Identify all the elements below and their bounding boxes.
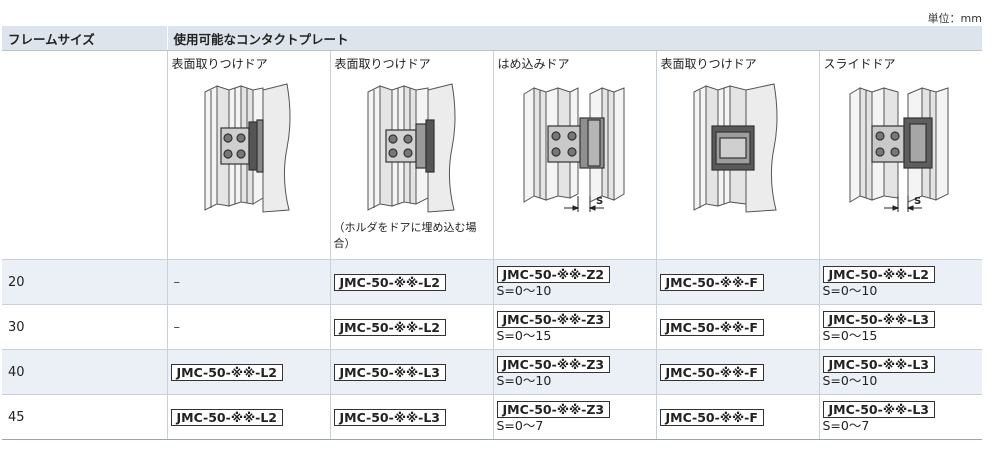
s-range: S=0～15 xyxy=(496,327,552,343)
door-type-cell: 表面取りつけドア xyxy=(166,50,330,260)
not-applicable-dash: – xyxy=(173,319,181,335)
frame-size-cell: 30 xyxy=(2,304,167,350)
sliding-door-illustration: S xyxy=(849,87,949,212)
frame-size-cell: 40 xyxy=(2,349,167,395)
part-number: JMC-50-※※-Z2 xyxy=(496,265,611,283)
frame-size-cell: 20 xyxy=(2,259,167,305)
s-dim-label: S xyxy=(596,196,603,207)
plate-cell: JMC-50-※※-F xyxy=(655,259,819,305)
unit-label: 単位：mm xyxy=(927,12,982,25)
door-type-cell: はめ込みドア xyxy=(492,50,656,260)
s-range: S=0～15 xyxy=(822,327,878,343)
part-number: JMC-50-※※-L2 xyxy=(170,363,283,381)
door-type-cell: 表面取りつけドア xyxy=(655,50,819,260)
s-range: S=0～7 xyxy=(496,417,544,433)
plate-cell: JMC-50-※※-L3 xyxy=(329,349,493,395)
plate-cell: JMC-50-※※-F xyxy=(655,304,819,350)
part-number: JMC-50-※※-L3 xyxy=(333,408,446,426)
part-number: JMC-50-※※-L2 xyxy=(333,273,446,291)
door-type-title: スライドドア xyxy=(823,57,896,71)
part-number: JMC-50-※※-Z3 xyxy=(496,310,611,328)
door-type-title: はめ込みドア xyxy=(497,57,570,71)
part-number: JMC-50-※※-Z3 xyxy=(496,355,611,373)
door-type-cell: 表面取りつけドア xyxy=(329,50,493,260)
part-number: JMC-50-※※-L2 xyxy=(822,265,935,283)
plate-cell: – xyxy=(166,259,330,305)
s-range: S=0～10 xyxy=(496,282,552,298)
plate-cell: JMC-50-※※-L2 xyxy=(329,304,493,350)
part-number: JMC-50-※※-L3 xyxy=(822,310,935,328)
table-header-row: フレームサイズ 使用可能なコンタクトプレート xyxy=(2,26,983,51)
part-number: JMC-50-※※-F xyxy=(659,318,764,336)
inset-door-illustration: S xyxy=(523,87,625,212)
s-range: S=0～7 xyxy=(822,417,870,433)
plate-cell: – xyxy=(166,304,330,350)
plate-cell: JMC-50-※※-L3 xyxy=(329,394,493,440)
part-number: JMC-50-※※-F xyxy=(659,363,764,381)
table-row: 40 JMC-50-※※-L2 JMC-50-※※-L3 JMC-50-※※-Z… xyxy=(2,349,983,395)
surface-door-illustration xyxy=(204,83,291,213)
flat-plate-illustration xyxy=(693,83,778,213)
door-type-title: 表面取りつけドア xyxy=(171,57,268,71)
plate-cell: JMC-50-※※-L2 xyxy=(166,394,330,440)
plate-cell: JMC-50-※※-F xyxy=(655,349,819,395)
part-number: JMC-50-※※-L3 xyxy=(822,355,935,373)
door-type-row: 表面取りつけドア xyxy=(2,50,983,260)
header-frame-size: フレームサイズ xyxy=(2,26,168,51)
door-type-cell: スライドドア xyxy=(818,50,983,260)
plate-cell: JMC-50-※※-F xyxy=(655,394,819,440)
part-number: JMC-50-※※-F xyxy=(659,273,764,291)
plate-cell: JMC-50-※※-L2 xyxy=(166,349,330,395)
part-number: JMC-50-※※-L3 xyxy=(822,400,935,418)
table-row: 45 JMC-50-※※-L2 JMC-50-※※-L3 JMC-50-※※-Z… xyxy=(2,394,983,440)
embedded-holder-illustration xyxy=(367,83,456,213)
part-number: JMC-50-※※-Z3 xyxy=(496,400,611,418)
plate-cell: JMC-50-※※-L2 xyxy=(329,259,493,305)
part-number: JMC-50-※※-F xyxy=(659,408,764,426)
part-number: JMC-50-※※-L2 xyxy=(333,318,446,336)
header-contact-plates: 使用可能なコンタクトプレート xyxy=(167,26,983,51)
part-number: JMC-50-※※-L3 xyxy=(333,363,446,381)
s-range: S=0～10 xyxy=(822,372,878,388)
s-range: S=0～10 xyxy=(822,282,878,298)
plate-compatibility-table: フレームサイズ 使用可能なコンタクトプレート 表面取りつけドア xyxy=(2,26,983,440)
door-type-title: 表面取りつけドア xyxy=(334,57,431,71)
not-applicable-dash: – xyxy=(173,274,181,290)
frame-size-cell: 45 xyxy=(2,394,167,440)
part-number: JMC-50-※※-L2 xyxy=(170,408,283,426)
door-type-title: 表面取りつけドア xyxy=(660,57,757,71)
s-range: S=0～10 xyxy=(496,372,552,388)
door-type-note: （ホルダをドアに埋め込む場合） xyxy=(333,221,477,250)
frame-size-blank xyxy=(2,50,167,260)
s-dim-label: S xyxy=(914,196,921,207)
